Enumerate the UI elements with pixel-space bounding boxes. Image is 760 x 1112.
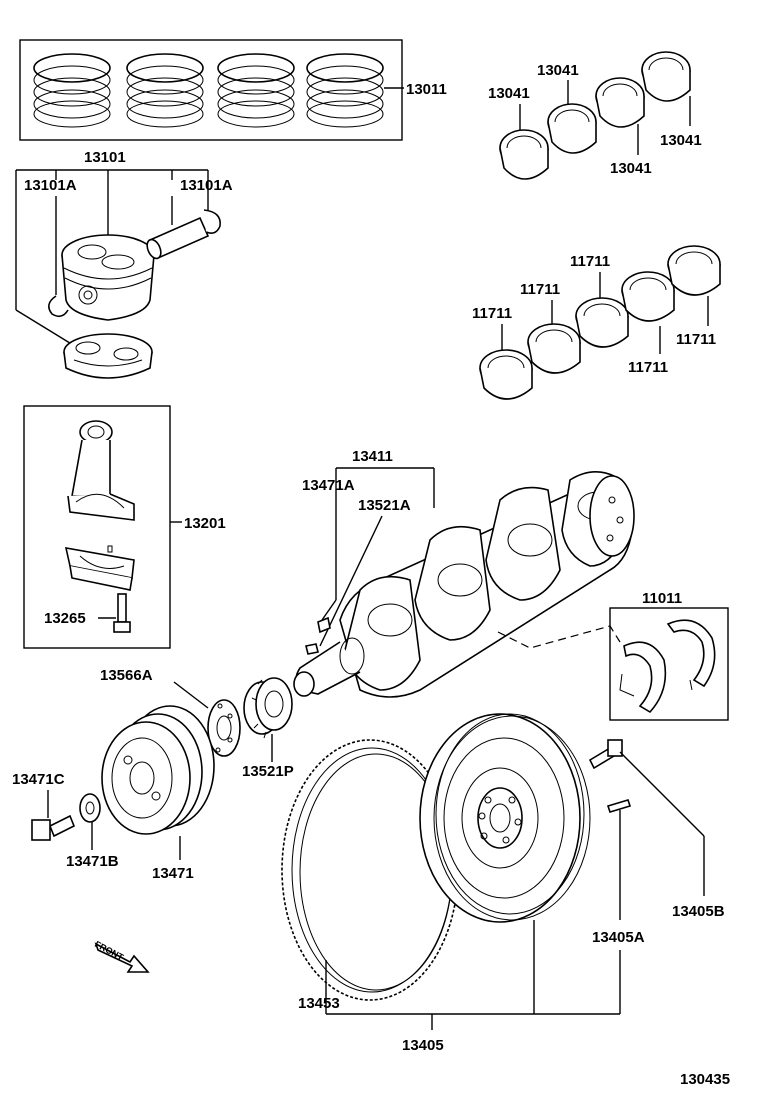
flywheel-bolt [588, 739, 623, 770]
crankshaft-group: 13411 13471A 13521A [293, 448, 635, 698]
label-pulley-bolt: 13471C [12, 771, 65, 788]
label-ring-gear: 13453 [298, 995, 340, 1012]
label-crankshaft: 13411 [352, 448, 393, 465]
piston-ring-stack-4 [306, 53, 384, 128]
snap-ring-right [203, 209, 221, 234]
bearing-shell-3 [595, 77, 645, 128]
pulley-bolt [31, 814, 76, 841]
main-bearings: 11711 11711 11711 11711 11711 [472, 245, 721, 400]
label-connecting-rod: 13201 [184, 515, 226, 532]
front-indicator: FRONT [93, 939, 150, 973]
bearing-shell-1 [499, 129, 549, 180]
label-main-bearing-top: 11711 [570, 253, 610, 270]
label-main-bearing-right: 11711 [676, 331, 716, 348]
conrod-bearings: 13041 13041 13041 13041 [488, 51, 702, 180]
connecting-rod [67, 420, 135, 521]
crank-sprocket-washer [207, 699, 241, 757]
timing-gear-group: 13566A 13521P [100, 667, 294, 780]
label-conrod-bearing-top: 13041 [537, 62, 579, 79]
label-flywheel-pin: 13405A [592, 929, 645, 946]
thrust-washer-group: 11011 [609, 590, 729, 721]
main-bearing-shell-3 [575, 297, 629, 348]
piston-ring-stack-3 [217, 53, 295, 128]
piston [61, 234, 155, 321]
crank-key-1 [317, 616, 331, 634]
label-conrod-bearing-right: 13041 [660, 132, 702, 149]
diagram-number: 130435 [680, 1071, 730, 1088]
label-crank-key: 13471A [302, 477, 355, 494]
piston-ring-stack-1 [33, 53, 111, 128]
label-pulley-washer: 13471B [66, 853, 119, 870]
label-crank-pulley: 13471 [152, 865, 194, 882]
label-crank-key-2: 13521A [358, 497, 411, 514]
label-crank-timing-gear: 13521P [242, 763, 294, 780]
label-snap-ring-left: 13101A [24, 177, 77, 194]
main-bearing-shell-1 [479, 349, 533, 400]
label-conrod-bearing-left: 13041 [488, 85, 530, 102]
main-bearing-shell-4 [621, 271, 675, 322]
label-flywheel: 13405 [402, 1037, 444, 1054]
connecting-rod-group: 13201 13265 [23, 405, 226, 649]
piston-ring-set: 13011 [19, 39, 447, 141]
piston-ring-stack-2 [126, 53, 204, 128]
main-bearing-shell-2 [527, 323, 581, 374]
crankshaft [293, 471, 635, 698]
crank-key-2 [305, 643, 319, 655]
label-piston: 13101 [84, 149, 126, 166]
label-conrod-bolt: 13265 [44, 610, 86, 627]
label-main-bearing-mid: 11711 [520, 281, 560, 298]
crank-timing-gear [243, 677, 293, 739]
label-piston-ring-set: 13011 [406, 81, 447, 98]
label-crank-sprocket-washer: 13566A [100, 667, 153, 684]
flywheel-group: 13405B 13405A 13405 [326, 713, 725, 1054]
pulley-washer [79, 793, 101, 823]
label-thrust-washer: 11011 [642, 590, 682, 607]
label-conrod-bearing-bottom: 13041 [610, 160, 652, 177]
thrust-washer-right [666, 619, 716, 691]
snap-ring-left [48, 295, 69, 318]
piston-assembly: 13101 13101A 13101A [15, 149, 233, 379]
label-main-bearing-left: 11711 [472, 305, 512, 322]
flywheel [419, 713, 591, 923]
piston-pin [146, 216, 210, 260]
crank-pulley [101, 705, 215, 835]
thrust-washer-left [619, 641, 667, 714]
piston-bottom [63, 333, 153, 379]
crank-pulley-group: 13471C 13471B 13471 [12, 705, 215, 882]
bearing-shell-4 [641, 51, 691, 102]
label-flywheel-bolt: 13405B [672, 903, 725, 920]
flywheel-pin [606, 799, 632, 813]
conrod-bolt [113, 593, 131, 633]
bearing-shell-2 [547, 103, 597, 154]
label-main-bearing-bottom: 11711 [628, 359, 668, 376]
main-bearing-shell-5 [667, 245, 721, 296]
connecting-rod-cap [64, 545, 135, 591]
label-snap-ring-right: 13101A [180, 177, 233, 194]
